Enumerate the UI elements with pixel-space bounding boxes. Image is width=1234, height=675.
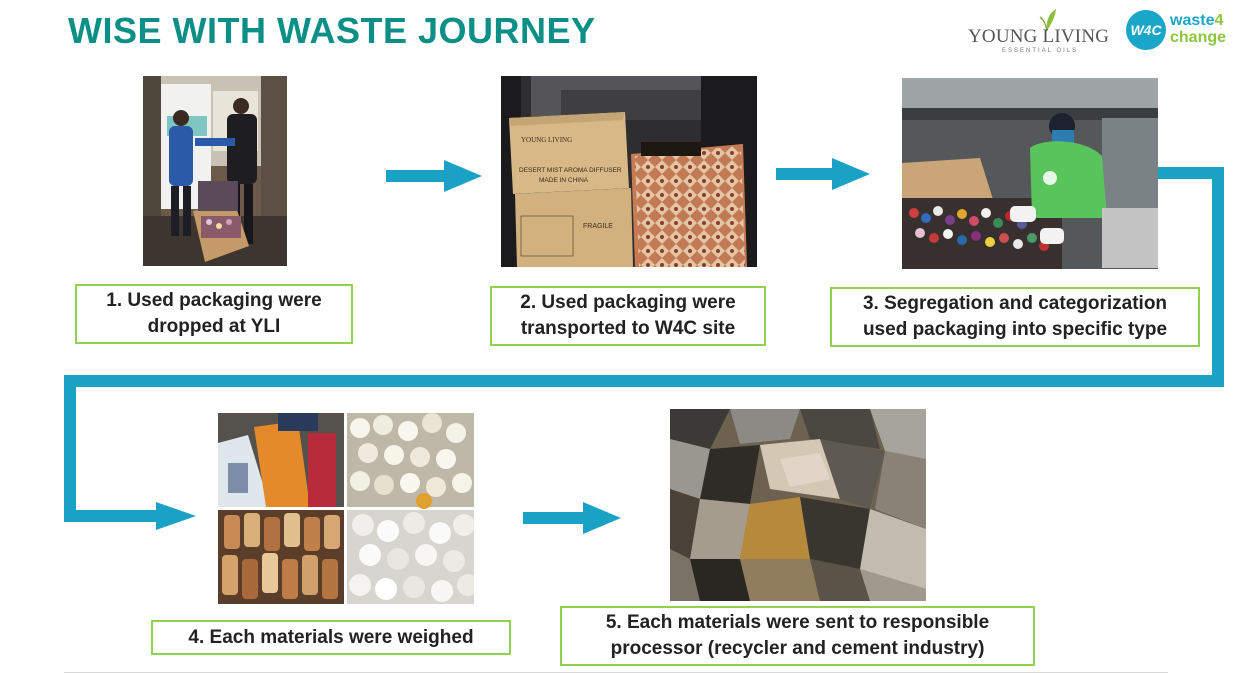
box-brand-label: YOUNG LIVING (521, 136, 572, 144)
arrow-4-to-5 (523, 502, 621, 534)
materials-quadrant-plastic (347, 510, 474, 604)
w4c-digit: 4 (1214, 12, 1224, 29)
step-4-label: 4. Each materials were weighed (151, 620, 511, 655)
arrow-1-to-2 (386, 160, 482, 192)
page-title: WISE WITH WASTE JOURNEY (68, 10, 596, 51)
materials-quadrant-metal (218, 510, 344, 604)
step-5-line-2: processor (recycler and cement industry) (610, 638, 985, 659)
materials-quadrant-caps (347, 413, 474, 509)
photo-materials-grid (218, 413, 474, 604)
step-5-label: 5. Each materials were sent to responsib… (560, 606, 1035, 666)
box-text-2: MADE IN CHINA (539, 177, 589, 184)
step-2-label: 2. Used packaging were transported to W4… (490, 286, 766, 346)
step-3-label: 3. Segregation and categorization used p… (830, 287, 1200, 347)
step-2-line-2: transported to W4C site (520, 318, 736, 339)
photo-segregation (902, 78, 1158, 269)
photo-transport: YOUNG LIVING DESERT MIST AROMA DIFFUSER … (501, 76, 757, 267)
photo-dropoff (143, 76, 287, 266)
photo-processing (670, 409, 926, 601)
step-3-line-2: used packaging into specific type (862, 319, 1168, 340)
box-text-1: DESERT MIST AROMA DIFFUSER (519, 167, 622, 174)
step-1-label: 1. Used packaging were dropped at YLI (75, 284, 353, 344)
leaf-icon (1039, 9, 1056, 32)
step-1-line-1: 1. Used packaging were (106, 290, 322, 311)
step-5-line-1: 5. Each materials were sent to responsib… (605, 612, 990, 633)
w4c-word-change: change (1170, 29, 1227, 46)
waste4change-logo: W4C waste4 change (1126, 10, 1232, 52)
young-living-name: YOUNG LIVING (968, 26, 1110, 47)
w4c-word-waste: waste (1170, 12, 1215, 29)
w4c-wordmark: waste4 change (1170, 12, 1226, 46)
arrow-3-to-4-connector (64, 167, 1224, 530)
w4c-mark: W4C (1126, 10, 1166, 50)
step-3-line-1: 3. Segregation and categorization (862, 293, 1168, 314)
materials-quadrant-boxes (218, 413, 344, 507)
footer-divider (64, 672, 1168, 673)
step-1-line-2: dropped at YLI (147, 316, 281, 337)
step-4-line-1: 4. Each materials were weighed (188, 626, 474, 648)
arrow-2-to-3 (776, 158, 870, 190)
young-living-logo: YOUNG LIVING ESSENTIAL OILS (968, 8, 1118, 56)
fragile-label: FRAGILE (583, 223, 613, 230)
young-living-tagline: ESSENTIAL OILS (1002, 48, 1079, 54)
step-2-line-1: 2. Used packaging were (520, 292, 736, 313)
